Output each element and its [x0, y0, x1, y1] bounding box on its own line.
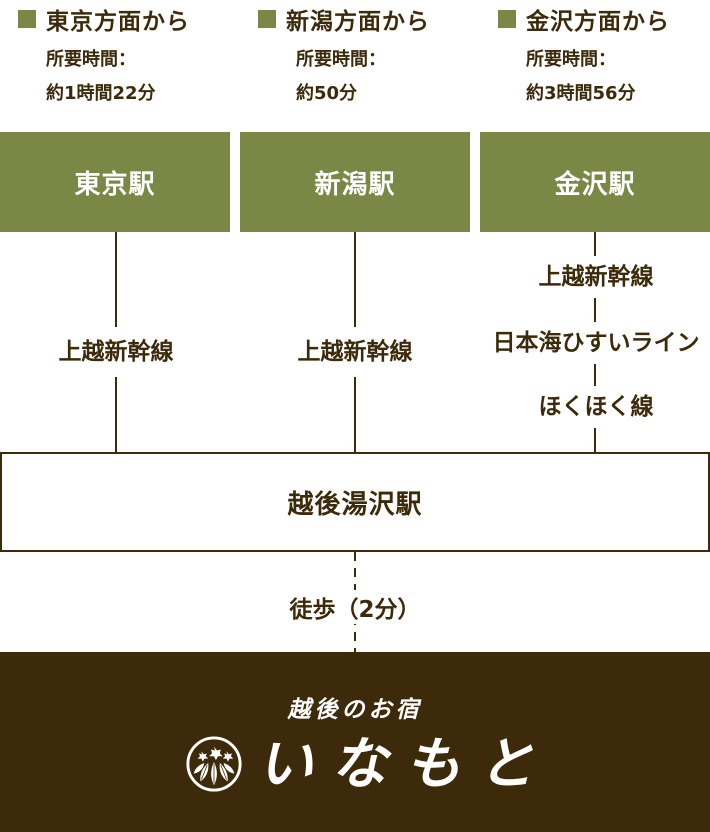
origin-heading: 東京方面から — [18, 0, 190, 38]
inn-brand: いなもと — [185, 732, 552, 796]
station-box-niigata: 新潟駅 — [240, 132, 470, 232]
origin-tokyo: 東京方面から 所要時間： 約1時間22分 — [18, 0, 190, 111]
station-box-kanazawa: 金沢駅 — [480, 132, 710, 232]
inn-brand-name: いなもと — [257, 731, 552, 797]
travel-time-label: 所要時間： — [296, 49, 386, 70]
origin-niigata: 新潟方面から 所要時間： 約50分 — [258, 0, 430, 111]
rail-line-label: 上越新幹線 — [538, 256, 654, 298]
travel-time: 所要時間： 約50分 — [258, 43, 430, 111]
origin-heading: 新潟方面から — [258, 0, 430, 38]
square-bullet-icon — [258, 10, 276, 28]
station-box-tokyo: 東京駅 — [0, 132, 230, 232]
inn-tagline: 越後のお宿 — [287, 696, 423, 723]
rail-line-label: 上越新幹線 — [297, 327, 413, 377]
square-bullet-icon — [18, 10, 36, 28]
rail-line-label: ほくほく線 — [538, 386, 654, 428]
travel-time-value: 約3時間56分 — [526, 83, 636, 104]
rail-line-label: 上越新幹線 — [58, 327, 174, 377]
rail-line-label: 日本海ひすいライン — [492, 322, 700, 364]
travel-time-value: 約1時間22分 — [46, 83, 156, 104]
travel-time: 所要時間： 約3時間56分 — [498, 43, 670, 111]
destination-station-box: 越後湯沢駅 — [0, 452, 710, 552]
origin-kanazawa: 金沢方面から 所要時間： 約3時間56分 — [498, 0, 670, 111]
square-bullet-icon — [498, 10, 516, 28]
travel-time-label: 所要時間： — [46, 49, 136, 70]
origin-heading-text: 東京方面から — [46, 9, 190, 35]
travel-time-label: 所要時間： — [526, 49, 616, 70]
bamboo-crest-icon — [186, 736, 242, 792]
inn-logo-banner: 越後のお宿 いなもと — [0, 652, 710, 832]
origin-heading: 金沢方面から — [498, 0, 670, 38]
origin-heading-text: 金沢方面から — [526, 9, 670, 35]
travel-time-value: 約50分 — [296, 83, 358, 104]
origin-heading-text: 新潟方面から — [286, 9, 430, 35]
walking-time-label: 徒歩（2分） — [285, 590, 425, 624]
travel-time: 所要時間： 約1時間22分 — [18, 43, 190, 111]
